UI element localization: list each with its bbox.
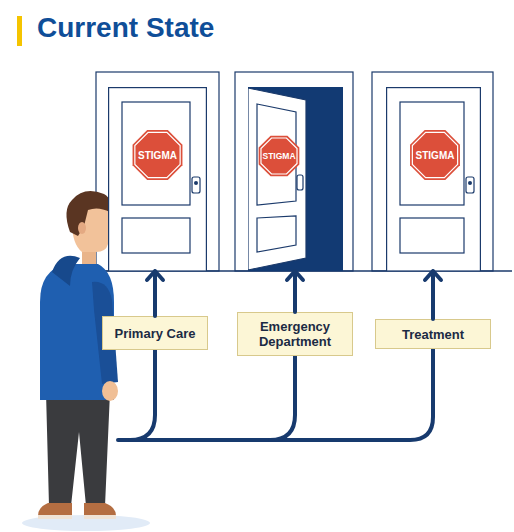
person-hair (66, 191, 111, 236)
door: STIGMA (248, 87, 343, 271)
label-box: Treatment (375, 319, 491, 349)
person-ear (78, 222, 86, 234)
flow-arrow (287, 271, 303, 312)
person-hood (52, 256, 80, 286)
arrow-line (425, 271, 441, 319)
label-text: Primary Care (115, 326, 196, 341)
door-leaf (387, 88, 481, 271)
label-text: Treatment (402, 327, 464, 342)
door-panel (257, 216, 296, 252)
page-title: Current State (37, 12, 214, 44)
person-shoe (84, 503, 116, 516)
door-shape (248, 87, 343, 271)
door-knob (192, 177, 200, 193)
door: STIGMA (108, 87, 207, 271)
person-pants (46, 392, 110, 506)
door-frame (372, 72, 493, 271)
arrow-line (287, 271, 303, 312)
person-shoe (38, 503, 72, 516)
door-panel (122, 102, 190, 205)
stop-sign-text: STIGMA (131, 128, 185, 182)
door: STIGMA (386, 87, 481, 271)
person-hand (102, 381, 118, 401)
door-leaf (109, 88, 207, 271)
door-opening (248, 87, 343, 271)
person-shadow (22, 515, 150, 531)
door-knob (297, 175, 303, 190)
person-shoe-sole (38, 515, 72, 519)
door-panel (400, 102, 464, 205)
title-accent-bar (17, 16, 22, 46)
door-panel (122, 218, 190, 253)
person-shoe-sole (84, 515, 116, 519)
door-knob-dot (468, 181, 472, 185)
label-box: Primary Care (102, 316, 208, 350)
branch-line (270, 356, 295, 440)
flow-arrow (425, 271, 441, 319)
path-lines (118, 349, 433, 440)
stop-sign-text: STIGMA (257, 134, 301, 178)
label-box: Emergency Department (237, 312, 353, 356)
door-shape (108, 87, 207, 271)
door-knob (466, 177, 474, 193)
door-leaf-open (248, 88, 306, 270)
stop-sign-text: STIGMA (408, 128, 462, 182)
door-shape (386, 87, 481, 271)
label-text: Emergency Department (246, 319, 344, 349)
branch-line (130, 350, 155, 440)
door-panel (400, 218, 464, 253)
flow-arrow (147, 271, 163, 316)
door-frames (96, 72, 493, 271)
arrow-line (147, 271, 163, 316)
door-frame (96, 72, 219, 271)
door-knob-dot (194, 181, 198, 185)
trunk-line (118, 349, 433, 440)
door-frame (235, 72, 353, 271)
